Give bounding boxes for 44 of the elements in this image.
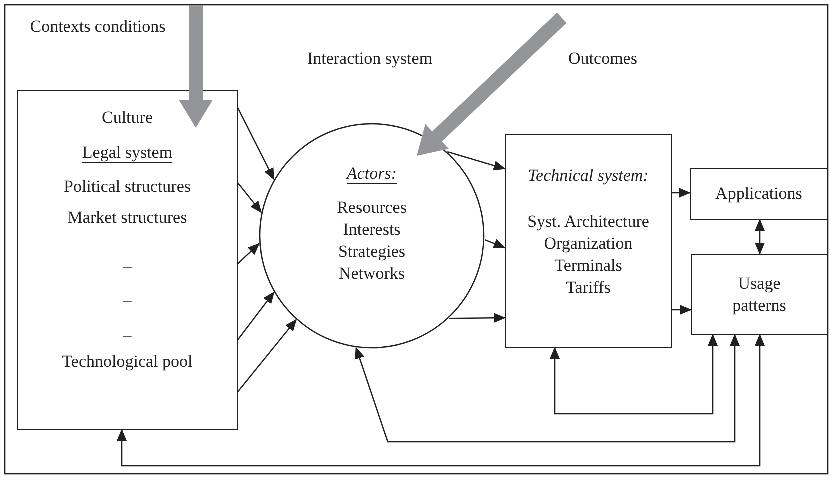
list-item: Syst. Architecture [528, 211, 650, 233]
section-label: Outcomes [568, 48, 638, 70]
list-item: Usage patterns [732, 273, 788, 317]
list-item: Culture [102, 107, 153, 129]
list-item: – [123, 325, 132, 347]
list-item: Organization [544, 233, 633, 255]
arrow [238, 319, 298, 392]
arrow [449, 313, 506, 324]
list-item: – [123, 290, 132, 312]
arrow [238, 182, 262, 214]
arrow [550, 334, 718, 415]
list-item: Tariffs [566, 277, 611, 299]
section-label: Contexts conditions [30, 16, 166, 38]
arrow [484, 239, 506, 249]
list-item: Technological pool [62, 351, 193, 373]
arrow [672, 305, 692, 315]
influence-arrow [179, 5, 213, 128]
list-item: Terminals [554, 255, 622, 277]
list-item: Interests [343, 219, 401, 241]
list-item: Political structures [64, 176, 191, 198]
list-item: Resources [337, 197, 407, 219]
list-item: Applications [716, 183, 802, 205]
actors-circle [259, 123, 485, 349]
section-heading: Technical system: [528, 165, 649, 187]
technical-system-box [505, 134, 672, 348]
arrow [238, 243, 260, 264]
list-item: Strategies [338, 241, 406, 263]
arrow [117, 334, 765, 467]
section-label: Interaction system [307, 48, 433, 70]
usage-patterns-box [691, 254, 828, 335]
arrow [755, 219, 765, 255]
applications-box [690, 168, 828, 220]
context-box [17, 90, 238, 430]
list-item: Market structures [68, 207, 188, 229]
list-item: Networks [338, 263, 406, 285]
arrow [237, 108, 275, 180]
arrow [447, 151, 506, 171]
list-item: Legal system [82, 142, 173, 164]
influence-arrow [417, 12, 567, 156]
arrow [355, 334, 740, 443]
arrow [237, 292, 275, 340]
list-item: – [123, 256, 132, 278]
arrow [672, 188, 691, 198]
section-heading: Actors: [346, 163, 398, 185]
